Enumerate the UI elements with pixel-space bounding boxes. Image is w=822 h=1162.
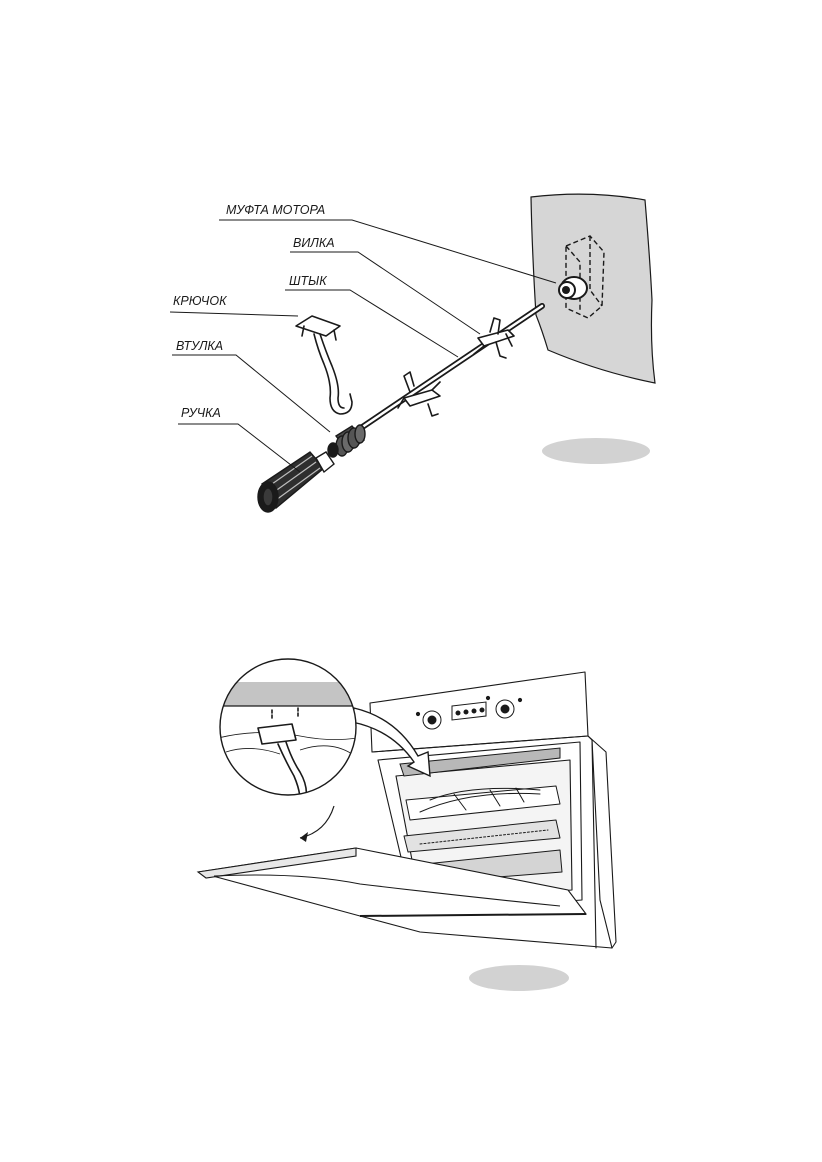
figure-badge-1 <box>542 438 650 464</box>
handle <box>258 452 334 512</box>
rotisserie-fork-rear <box>474 318 514 358</box>
leader-motor-coupling <box>219 220 556 283</box>
leader-handle <box>178 424 300 472</box>
label-motor-coupling: МУФТА МОТОРА <box>226 203 325 217</box>
leader-hook <box>170 312 298 316</box>
label-bushing: ВТУЛКА <box>176 339 223 353</box>
spit-rod <box>346 306 542 438</box>
label-fork: ВИЛКА <box>293 236 335 250</box>
rotisserie-figure: МУФТА МОТОРА ВИЛКА ШТЫК КРЮЧОК ВТУЛКА РУ… <box>170 194 655 512</box>
oven-back-wall <box>531 194 655 383</box>
label-hook: КРЮЧОК <box>173 294 227 308</box>
label-handle: РУЧКА <box>181 406 221 420</box>
figure-badge-2 <box>469 965 569 991</box>
leader-bushing <box>172 355 330 432</box>
hook <box>296 316 352 414</box>
oven-figure <box>198 658 616 991</box>
label-spit: ШТЫК <box>289 274 327 288</box>
bushing <box>328 425 365 457</box>
magnified-detail <box>218 658 358 842</box>
